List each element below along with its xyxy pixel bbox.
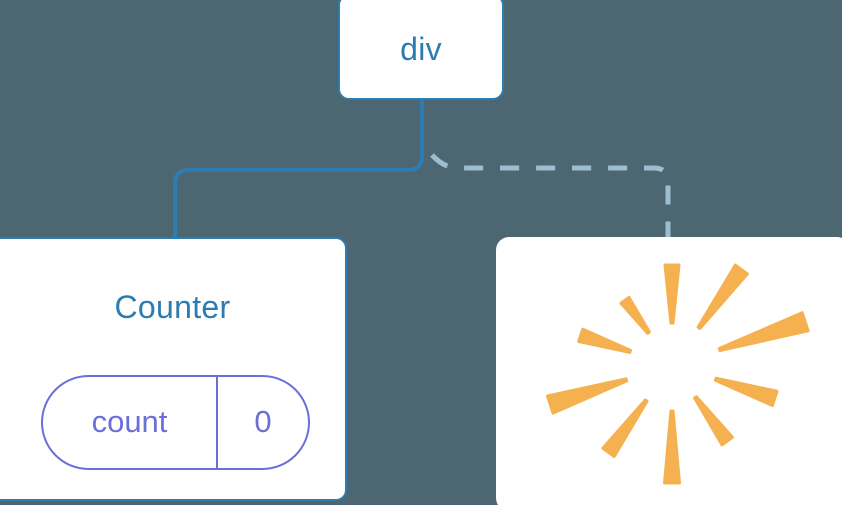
- edge-div-to-sparkle: [430, 153, 671, 240]
- state-key-label: count: [43, 377, 218, 468]
- sparkle-ray-8: [545, 377, 629, 415]
- sparkle-ray-7: [601, 398, 649, 458]
- state-value-label: 0: [254, 403, 272, 439]
- sparkle-ray-1: [663, 263, 681, 325]
- sparkle-ray-4: [713, 376, 779, 408]
- node-counter-label: Counter: [114, 289, 231, 325]
- sparkle-ray-10: [619, 295, 651, 335]
- sparkle-ray-5: [693, 395, 735, 447]
- node-counter[interactable]: Counter count 0: [0, 237, 347, 501]
- sparkle-burst-icon: [545, 263, 810, 485]
- state-pill[interactable]: count 0: [41, 375, 310, 470]
- edge-div-to-counter: [173, 100, 424, 240]
- sparkle-ray-9: [577, 327, 632, 354]
- sparkle-ray-3: [717, 311, 810, 353]
- node-sparkle[interactable]: [496, 237, 842, 511]
- sparkle-ray-2: [696, 263, 749, 330]
- node-div[interactable]: div: [338, 0, 504, 100]
- sparkle-ray-6: [663, 409, 681, 485]
- node-div-label: div: [400, 30, 442, 67]
